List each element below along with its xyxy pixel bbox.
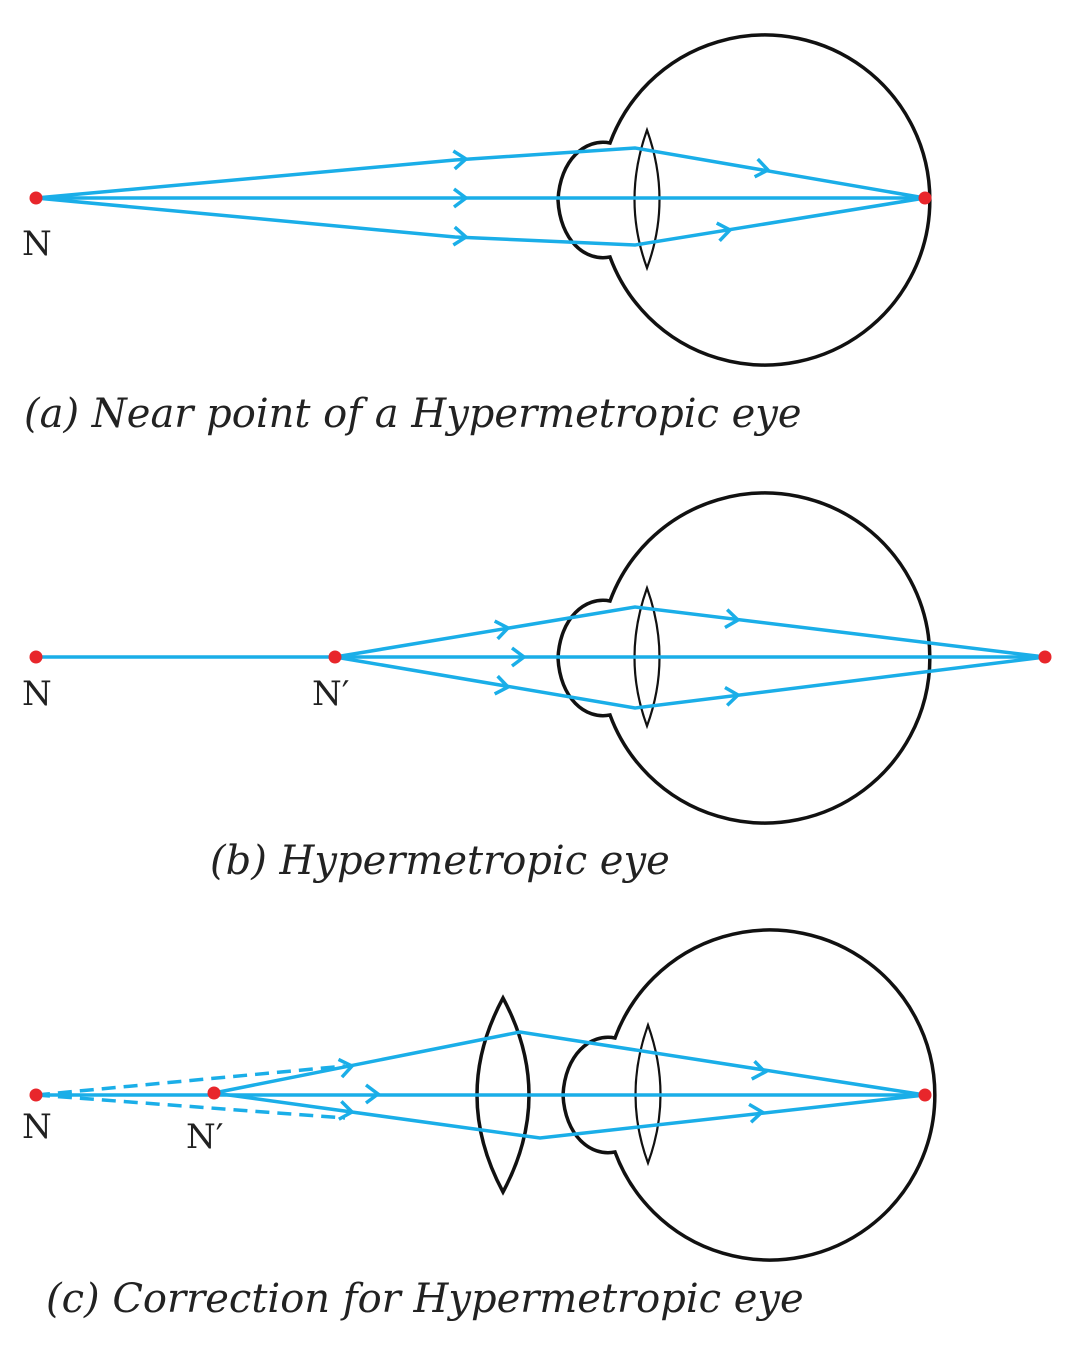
arrow-icon: [337, 1057, 355, 1079]
virtual-ray-upper: [35, 1064, 346, 1097]
arrow-icon: [452, 149, 469, 171]
arrow-icon: [510, 646, 527, 668]
image-point-behind-retina: [1038, 650, 1052, 664]
label-n-prime: N′: [186, 1117, 223, 1157]
eye-lens: [633, 584, 661, 730]
near-point-n: [29, 191, 43, 205]
caption-c: (c) Correction for Hypermetropic eye: [46, 1276, 804, 1322]
arrow-icon: [452, 225, 469, 247]
ray-upper: [334, 605, 1046, 659]
arrow-icon: [750, 1060, 768, 1081]
arrow-icon: [715, 221, 733, 243]
arrow-icon: [338, 1100, 355, 1121]
near-point-n: [29, 650, 43, 664]
arrow-icon: [493, 619, 511, 641]
virtual-ray-lower: [35, 1093, 346, 1120]
near-point-n-prime: [328, 650, 342, 664]
arrow-icon: [724, 608, 741, 629]
arrow-icon: [753, 157, 771, 179]
eye-lens: [634, 1021, 662, 1167]
caption-a: (a) Near point of a Hypermetropic eye: [24, 391, 802, 437]
arrow-icon: [452, 187, 469, 209]
near-point-n: [29, 1088, 43, 1102]
arrow-icon: [493, 674, 511, 696]
arrow-icon: [364, 1083, 381, 1105]
panel-c: N N′ (c) Correction for Hypermetropic ey…: [22, 928, 937, 1322]
label-n: N: [22, 1107, 52, 1147]
eyeball: [556, 491, 932, 825]
panel-b: N N′ (b) Hypermetropic eye: [22, 491, 1052, 884]
retina-image-point: [918, 191, 932, 205]
arrow-icon: [724, 686, 741, 707]
ray-upper: [213, 1030, 926, 1097]
label-n-prime: N′: [312, 674, 349, 714]
panel-a: N (a) Near point of a Hypermetropic eye: [22, 33, 932, 437]
ray-lower: [35, 196, 926, 247]
label-n: N: [22, 674, 52, 714]
retina-image-point: [918, 1088, 932, 1102]
near-point-n-prime: [207, 1086, 221, 1100]
label-n: N: [22, 224, 52, 264]
eye-lens: [633, 126, 661, 272]
ray-upper: [35, 146, 926, 200]
ray-lower: [334, 655, 1046, 710]
eyeball: [556, 33, 932, 367]
ray-lower: [213, 1091, 926, 1140]
caption-b: (b) Hypermetropic eye: [210, 838, 670, 884]
arrow-icon: [748, 1102, 765, 1124]
eyeball: [561, 928, 937, 1262]
convex-corrective-lens: [475, 994, 531, 1196]
